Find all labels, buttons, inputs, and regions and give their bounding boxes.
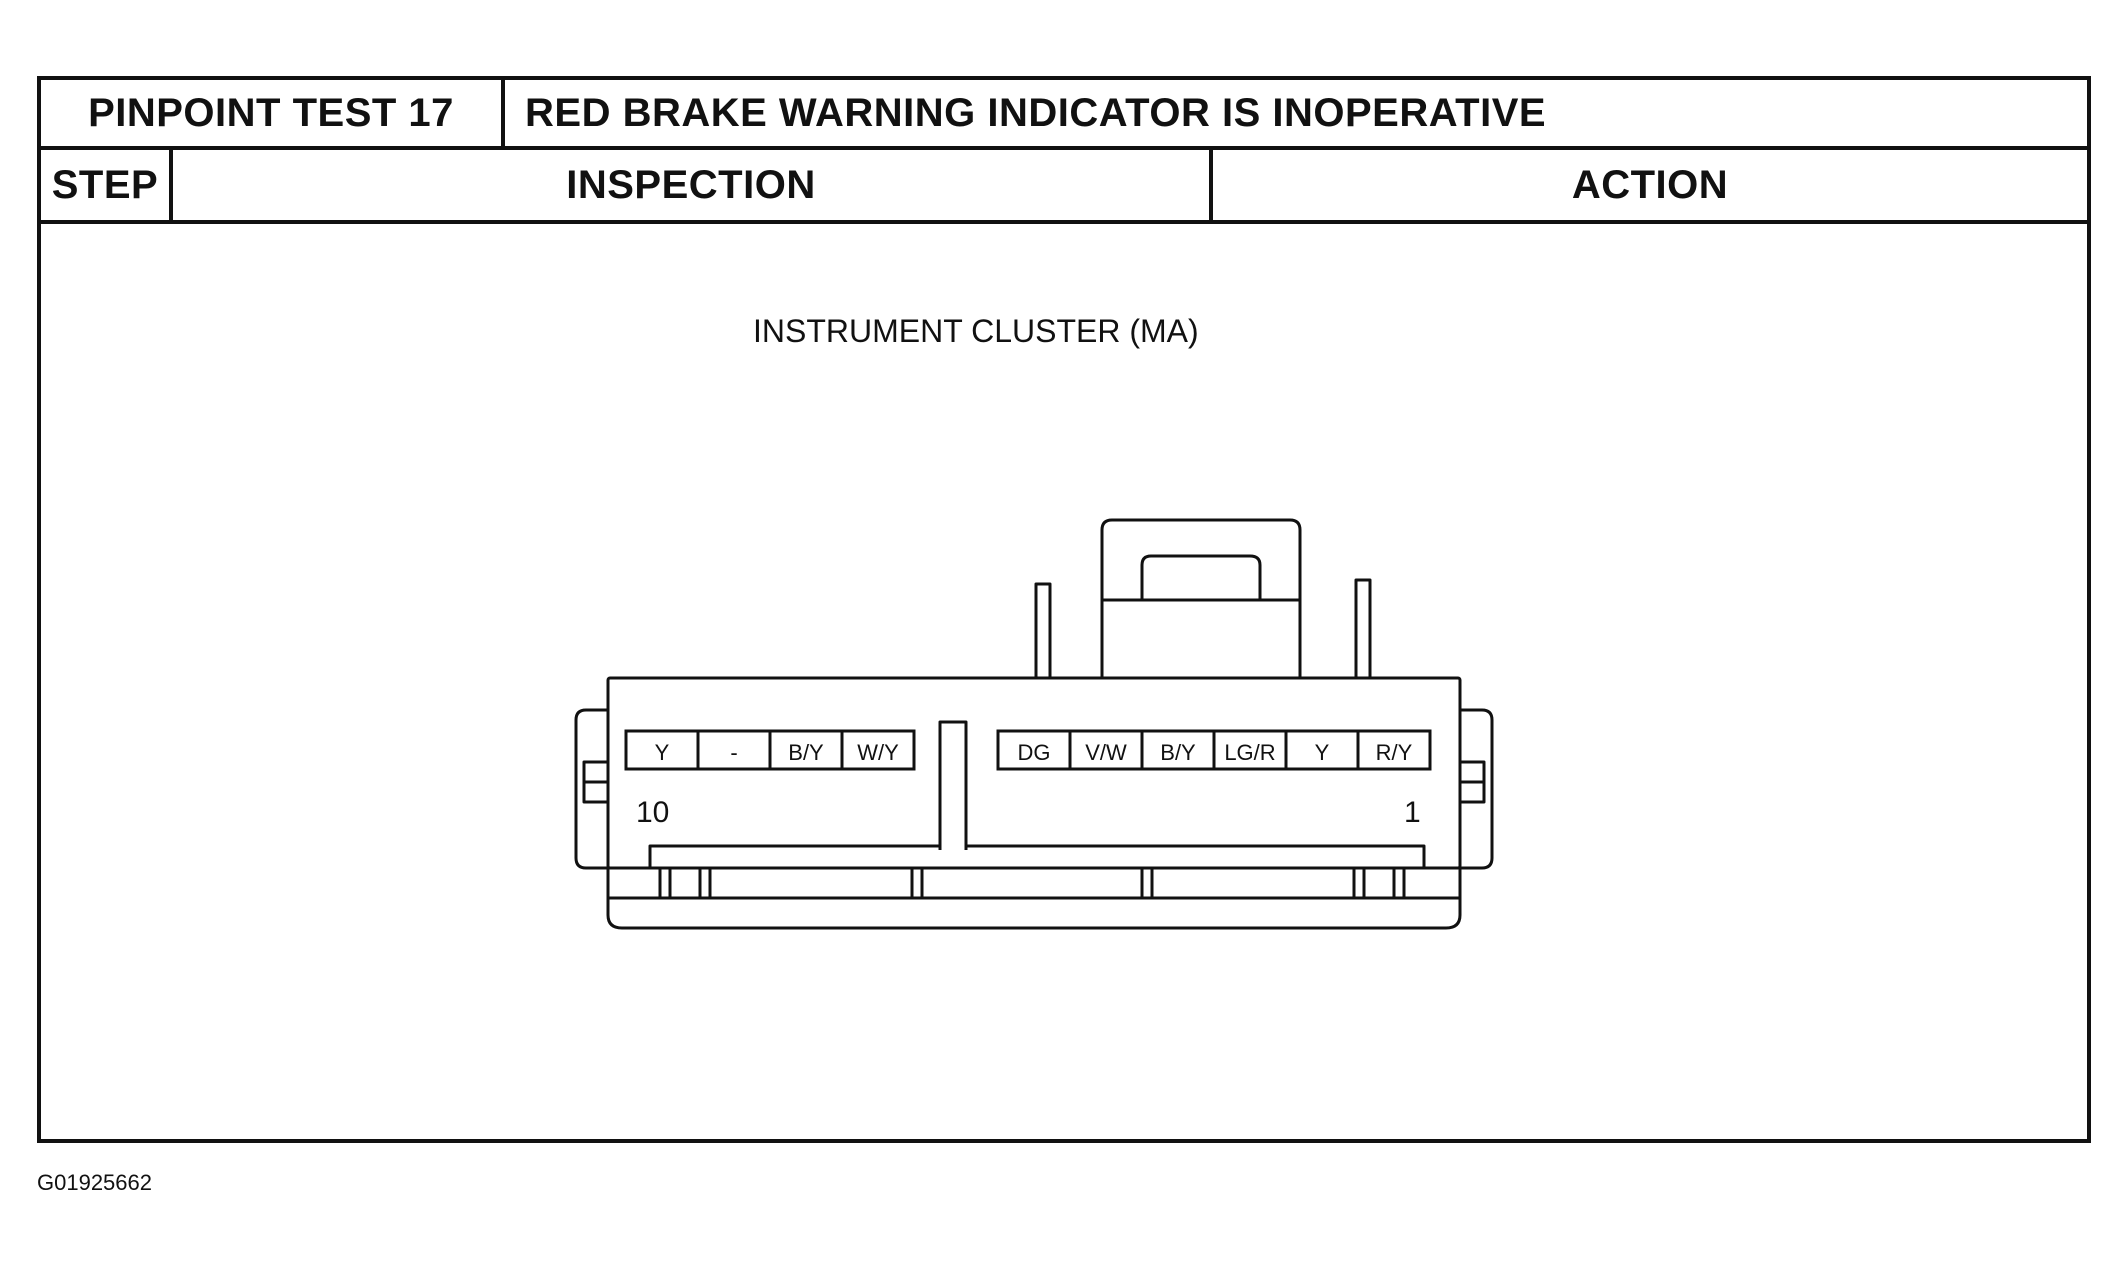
- wire-color-label: B/Y: [788, 740, 824, 765]
- action-column-header: ACTION: [1571, 162, 1729, 207]
- lock-tab-outer: [1100, 518, 1302, 678]
- left-side-latch: [574, 708, 608, 870]
- wire-color-label: Y: [655, 740, 670, 765]
- skirt-ribs: [658, 868, 1406, 898]
- pinpoint-test-table: PINPOINT TEST 17 RED BRAKE WARNING INDIC…: [37, 76, 2091, 1143]
- wire-color-label: DG: [1018, 740, 1051, 765]
- wire-color-label: -: [730, 740, 737, 765]
- pinpoint-test-title: RED BRAKE WARNING INDICATOR IS INOPERATI…: [525, 90, 1547, 135]
- connector-title: INSTRUMENT CLUSTER (MA): [753, 313, 1199, 349]
- step-column-header: STEP: [41, 150, 173, 220]
- bottom-ledge: [648, 844, 1426, 868]
- right-cavity-group: DG V/W B/Y LG/R Y R/Y: [996, 729, 1432, 771]
- lock-tab-inner: [1140, 554, 1262, 600]
- connector-body: [606, 676, 1462, 870]
- pinpoint-test-label: PINPOINT TEST 17: [41, 80, 505, 146]
- wire-color-label: B/Y: [1160, 740, 1196, 765]
- right-side-latch: [1460, 708, 1494, 870]
- wire-color-label: Y: [1315, 740, 1330, 765]
- left-locator-post: [1034, 582, 1052, 678]
- wire-color-label: LG/R: [1224, 740, 1275, 765]
- wire-color-label: V/W: [1085, 740, 1127, 765]
- left-cavity-group: Y - B/Y W/Y: [624, 729, 916, 771]
- wire-color-label: W/Y: [857, 740, 899, 765]
- figure-id: G01925662: [37, 1170, 152, 1195]
- pin-number-left: 10: [636, 796, 669, 829]
- inspection-column-header: INSPECTION: [173, 150, 1213, 220]
- pin-number-right: 1: [1404, 796, 1421, 829]
- column-header-row: STEP INSPECTION ACTION: [41, 150, 2087, 224]
- test-title-row: PINPOINT TEST 17 RED BRAKE WARNING INDIC…: [41, 80, 2087, 150]
- right-locator-post: [1354, 578, 1372, 678]
- wire-color-label: R/Y: [1376, 740, 1413, 765]
- center-key: [938, 720, 968, 850]
- inspection-content-area: INSTRUMENT CLUSTER (MA): [41, 224, 2087, 1139]
- bottom-skirt: [606, 868, 1462, 930]
